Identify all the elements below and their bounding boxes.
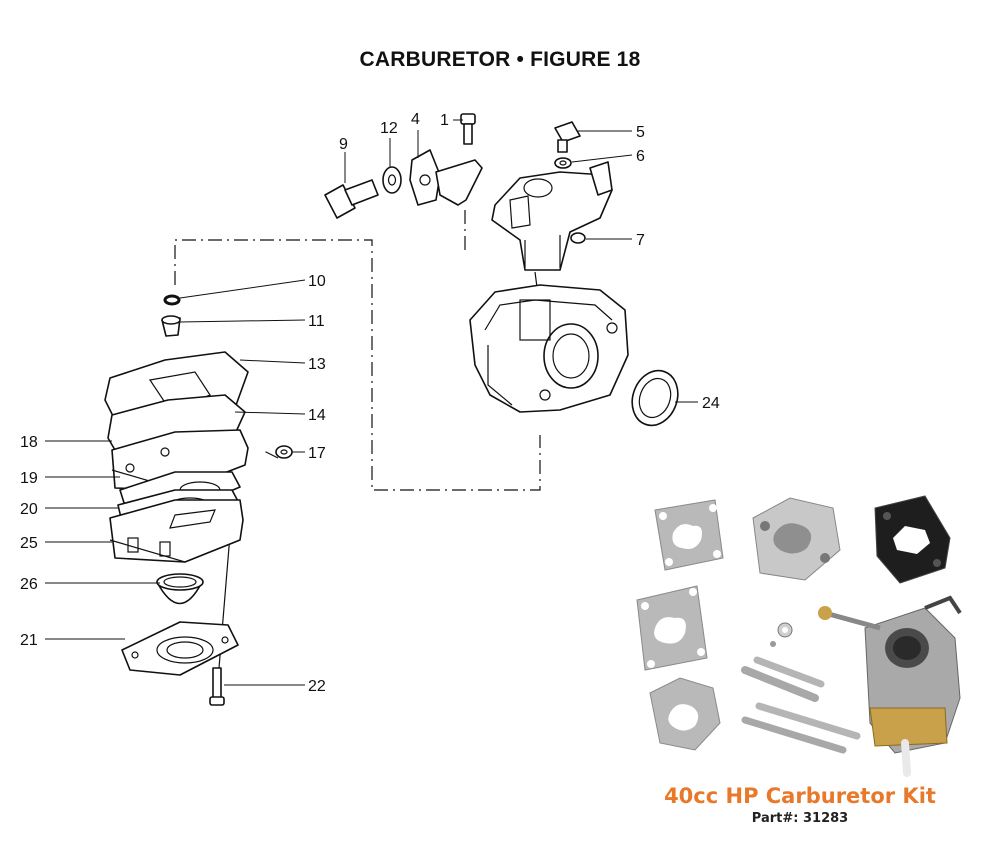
callout-26: 26 bbox=[20, 576, 38, 593]
assembly-line-bolt bbox=[217, 534, 231, 681]
kit-black-spacer bbox=[874, 495, 951, 584]
figure-title: CARBURETOR • FIGURE 18 bbox=[359, 48, 641, 71]
leader-lines bbox=[45, 119, 698, 686]
kit-title: 40cc HP Carburetor Kit bbox=[664, 784, 936, 808]
kit-gasket-bottom bbox=[649, 677, 721, 751]
callout-12: 12 bbox=[380, 120, 398, 137]
kit-gasket-top bbox=[654, 499, 724, 571]
kit-metal-spacer bbox=[752, 497, 841, 581]
callout-13: 13 bbox=[308, 356, 326, 373]
callout-4: 4 bbox=[411, 111, 420, 128]
callout-19: 19 bbox=[20, 470, 38, 487]
part-5-adjust-screw bbox=[554, 121, 581, 153]
callout-21: 21 bbox=[20, 632, 38, 649]
kit-carburetor bbox=[818, 595, 962, 777]
part-10-oring bbox=[163, 294, 181, 306]
callout-20: 20 bbox=[20, 501, 38, 518]
callout-5: 5 bbox=[636, 124, 645, 141]
callout-17: 17 bbox=[308, 445, 326, 462]
callout-22: 22 bbox=[308, 678, 326, 695]
part-25-metering-body bbox=[109, 499, 244, 563]
part-6-washer bbox=[554, 157, 572, 169]
kit-gasket-middle bbox=[636, 585, 708, 671]
callout-1: 1 bbox=[440, 112, 449, 129]
part-12-washer bbox=[382, 166, 402, 194]
part-7-nut bbox=[570, 232, 586, 244]
part-26-primer-cup bbox=[156, 573, 204, 605]
callout-25: 25 bbox=[20, 535, 38, 552]
carburetor-kit-panel: 40cc HP Carburetor Kit Part#: 31283 bbox=[625, 488, 975, 833]
part-11-seat bbox=[161, 315, 181, 337]
carburetor-body bbox=[469, 284, 629, 413]
callout-11: 11 bbox=[308, 313, 325, 330]
part-22-bolt bbox=[209, 667, 225, 706]
part-4-bracket bbox=[409, 149, 483, 206]
part-17-nut bbox=[275, 445, 293, 459]
callout-18: 18 bbox=[20, 434, 38, 451]
part-1-screw bbox=[460, 113, 476, 145]
callout-6: 6 bbox=[636, 148, 645, 165]
callout-24: 24 bbox=[702, 395, 720, 412]
kit-screws bbox=[741, 656, 861, 754]
assembly-line-17 bbox=[261, 449, 279, 459]
kit-part-number: Part#: 31283 bbox=[751, 811, 849, 826]
part-9-fitting bbox=[324, 179, 379, 219]
callout-9: 9 bbox=[339, 136, 348, 153]
callout-7: 7 bbox=[636, 232, 645, 249]
kit-photo bbox=[636, 495, 962, 777]
callout-10: 10 bbox=[308, 273, 326, 290]
part-24-gasket-ring bbox=[631, 369, 679, 427]
throttle-body-upper bbox=[491, 161, 613, 271]
part-21-cover-plate bbox=[121, 621, 239, 676]
assembly-line-main bbox=[174, 239, 541, 491]
kit-washers bbox=[770, 622, 793, 647]
callout-14: 14 bbox=[308, 407, 326, 424]
